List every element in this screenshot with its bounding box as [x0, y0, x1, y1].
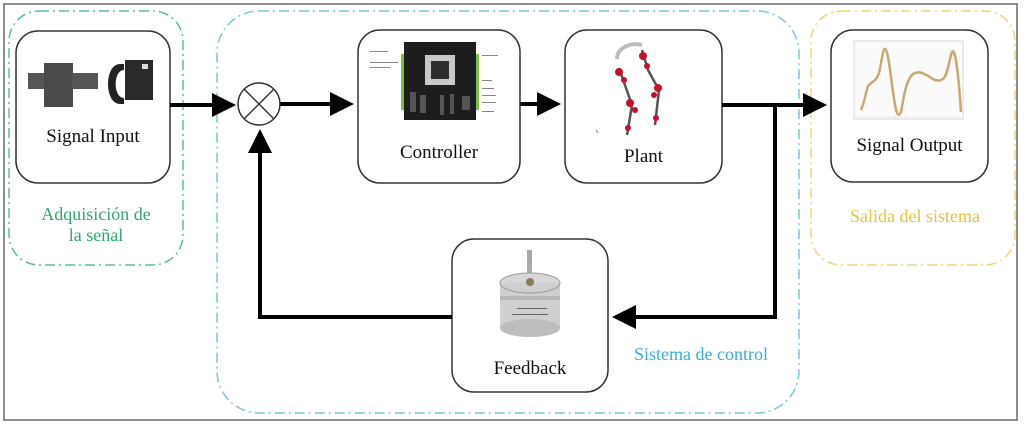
group-acquisition: [8, 10, 184, 266]
group-acquisition-label-line-1: Adquisición de: [41, 204, 151, 224]
summing-junction: [237, 82, 281, 126]
wearable-sensor-icon: [28, 60, 153, 107]
controller-label: Controller: [399, 142, 479, 163]
group-acquisition-label-line-2: la señal: [68, 224, 124, 245]
embedded-board-icon: [370, 42, 498, 120]
plant-label: Plant: [623, 146, 664, 167]
connections: [170, 92, 827, 329]
potentiometer-icon: [499, 250, 561, 337]
group-output: [810, 10, 1016, 266]
outer-frame: [3, 3, 1018, 421]
signal-output-label: Signal Output: [856, 135, 963, 156]
group-control: [216, 10, 800, 414]
feedback-label: Feedback: [493, 358, 567, 379]
signal-input-label: Signal Input: [46, 126, 140, 147]
arrow-feedback-to-junction: [248, 129, 452, 319]
group-acquisition-label: Adquisición de la señal: [14, 204, 178, 245]
leg-skeleton-icon: [595, 42, 662, 136]
group-output-label: Salida del sistema: [850, 206, 980, 226]
group-control-label: Sistema de control: [634, 344, 768, 364]
signal-plot-icon: [853, 40, 964, 120]
block-signal-input: [15, 30, 171, 184]
arrow-plant-to-feedback: [612, 105, 777, 329]
